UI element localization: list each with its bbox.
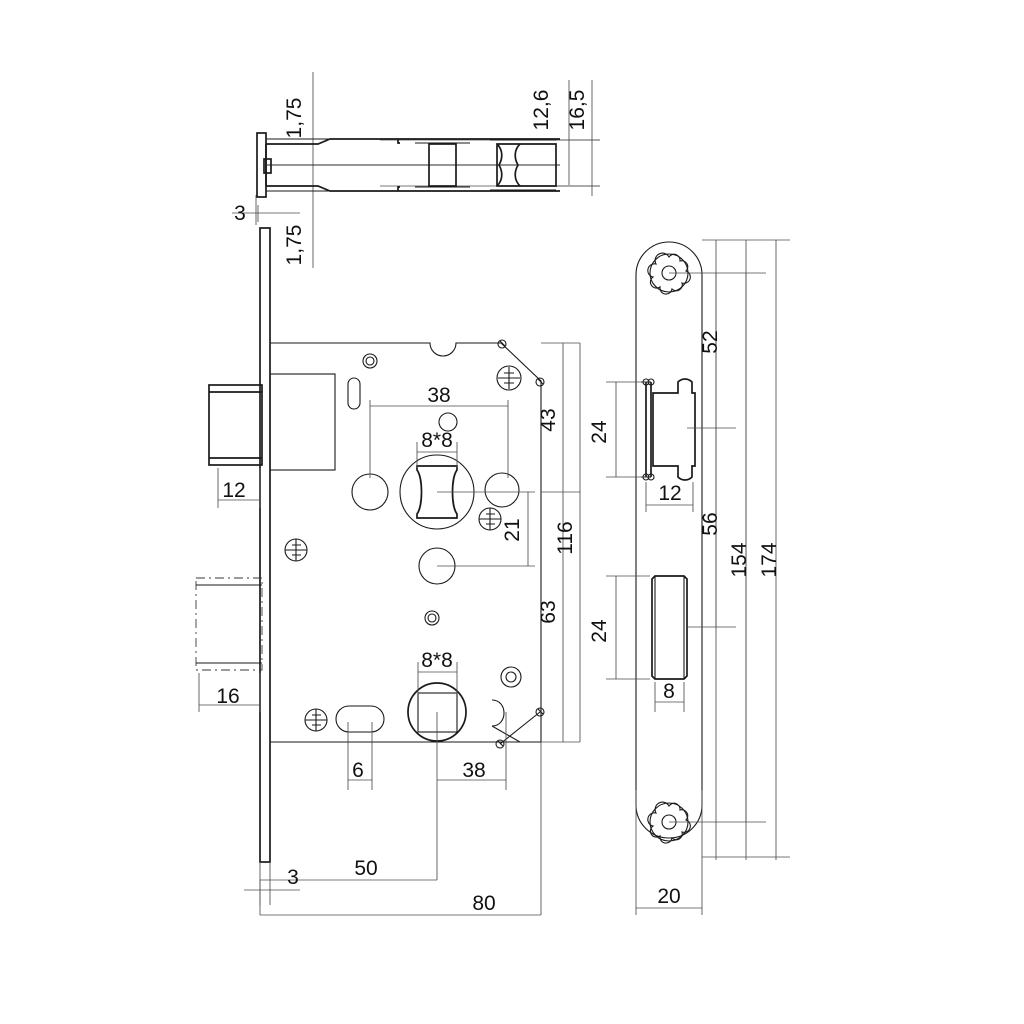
lock-case-section bbox=[265, 138, 560, 192]
screw-mid-right bbox=[478, 507, 502, 531]
dim-label-52: 52 bbox=[699, 330, 722, 353]
faceplate-latch-opening bbox=[641, 378, 696, 481]
faceplate-dimension-lines bbox=[606, 239, 790, 915]
dim-label-12-faceplate: 12 bbox=[658, 482, 681, 505]
dim-label-43: 43 bbox=[537, 408, 560, 431]
dim-label-16-5: 16,5 bbox=[566, 90, 589, 131]
dim-label-8-faceplate: 8 bbox=[663, 680, 675, 703]
follower-block-section bbox=[397, 139, 470, 191]
dim-label-6: 6 bbox=[352, 759, 364, 782]
screw-upper-right bbox=[496, 365, 522, 391]
dim-label-21: 21 bbox=[501, 518, 524, 541]
case-rivet-top-right bbox=[497, 339, 545, 387]
slot-hole-lower-left bbox=[335, 705, 385, 733]
faceplate-strip bbox=[259, 227, 271, 863]
dim-label-spindle-lower: 8*8 bbox=[421, 649, 453, 672]
dim-label-spindle-upper: 8*8 bbox=[421, 429, 453, 452]
round-hole-small-top bbox=[438, 412, 458, 432]
screw-mid-left bbox=[284, 538, 308, 562]
dim-label-20: 20 bbox=[657, 885, 680, 908]
dim-label-24-lower: 24 bbox=[588, 619, 611, 643]
body-dimension-lines bbox=[198, 342, 581, 916]
dim-label-1-75-bottom: 1,75 bbox=[283, 225, 306, 266]
dim-label-24-upper: 24 bbox=[588, 420, 611, 444]
faceplate-side-view: 24 12 24 8 52 56 154 174 20 bbox=[588, 239, 790, 915]
torx-screw-bottom bbox=[647, 801, 691, 844]
dim-label-1-75-top: 1,75 bbox=[283, 98, 306, 139]
dim-label-38-upper: 38 bbox=[427, 384, 450, 407]
dim-label-56: 56 bbox=[699, 512, 722, 535]
top-section-view: 1,75 1,75 3 12,6 16,5 bbox=[232, 72, 600, 268]
dim-label-116: 116 bbox=[554, 521, 577, 554]
latch-bolt bbox=[208, 373, 336, 471]
case-rivet-bottom-right bbox=[491, 699, 545, 749]
faceplate-deadbolt-opening bbox=[651, 575, 688, 680]
dim-label-38-lower: 38 bbox=[462, 759, 485, 782]
torx-screw-top bbox=[647, 252, 691, 295]
dim-label-3-bottom: 3 bbox=[287, 866, 299, 889]
dim-label-50: 50 bbox=[354, 857, 377, 880]
deadbolt-hidden bbox=[195, 577, 263, 671]
bushing-hole-lower-right bbox=[500, 666, 522, 688]
dim-label-16: 16 bbox=[216, 685, 239, 708]
small-hole-mid bbox=[424, 610, 440, 626]
cylinder-block-section bbox=[490, 139, 557, 191]
screw-bottom-left bbox=[304, 708, 328, 732]
lock-case-outline bbox=[270, 342, 542, 743]
dim-label-80: 80 bbox=[472, 892, 495, 915]
lock-body-front-view: 12 16 38 8*8 8*8 21 43 63 116 6 38 3 50 … bbox=[195, 227, 581, 916]
dim-label-12-6: 12,6 bbox=[530, 90, 553, 131]
dim-label-63: 63 bbox=[537, 600, 560, 623]
dim-label-174: 174 bbox=[758, 542, 781, 577]
small-hole-top bbox=[362, 353, 378, 369]
dim-label-154: 154 bbox=[728, 542, 751, 577]
round-hole-left-mid bbox=[351, 473, 389, 511]
round-hole-right bbox=[484, 472, 520, 508]
latch-stub-section bbox=[263, 158, 272, 174]
dim-label-3-top: 3 bbox=[234, 202, 246, 225]
slot-hole-upper-left bbox=[347, 377, 361, 410]
faceplate-outline bbox=[635, 241, 703, 839]
dim-label-12: 12 bbox=[222, 479, 245, 502]
top-view-dimension-lines bbox=[232, 72, 600, 268]
